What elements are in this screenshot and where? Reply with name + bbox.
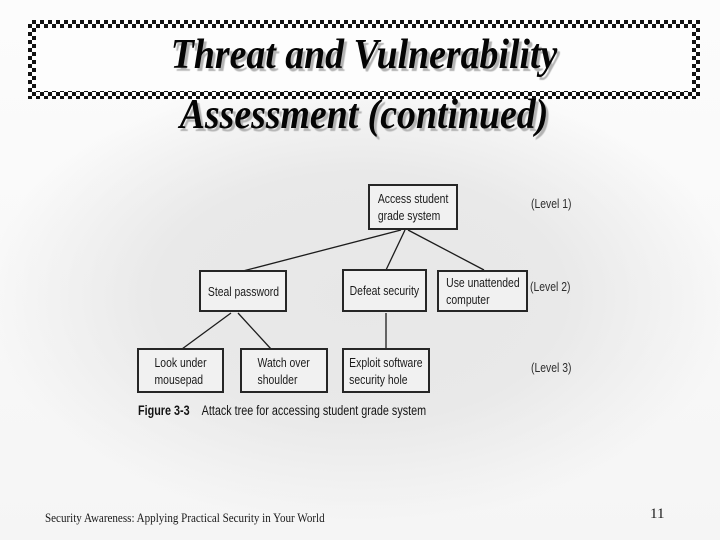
node-use-unattended-computer: Use unattended computer <box>437 270 528 312</box>
node-label: Steal password <box>207 283 279 299</box>
level-2-label: (Level 2) <box>530 279 571 294</box>
figure-caption: Figure 3-3 Attack tree for accessing stud… <box>138 403 426 418</box>
node-label: Watch over shoulder <box>257 354 311 387</box>
figure-caption-text: Attack tree for accessing student grade … <box>201 403 427 418</box>
node-access-student-grade-system: Access student grade system <box>368 184 458 230</box>
node-label: Exploit software security hole <box>349 354 423 387</box>
node-label: Access student grade system <box>377 191 449 223</box>
figure-caption-label: Figure 3-3 <box>138 403 190 418</box>
node-watch-over-shoulder: Watch over shoulder <box>240 348 328 393</box>
node-label: Defeat security <box>349 283 420 298</box>
footer-title: Security Awareness: Applying Practical S… <box>45 510 325 525</box>
node-exploit-software-security-hole: Exploit software security hole <box>342 348 430 393</box>
node-look-under-mousepad: Look under mousepad <box>137 348 224 393</box>
level-3-label: (Level 3) <box>531 360 572 375</box>
node-defeat-security: Defeat security <box>342 269 427 312</box>
title-frame-inner <box>36 28 692 91</box>
slide-title-line1: Threat and Vulnerability <box>170 32 558 78</box>
level-1-label: (Level 1) <box>531 196 572 211</box>
page-number: 11 <box>650 506 665 522</box>
node-steal-password: Steal password <box>199 270 287 312</box>
slide-title-line2: Assessment (continued) <box>179 92 549 138</box>
node-label: Use unattended computer <box>445 275 520 307</box>
slide-title: Threat and Vulnerability Assessment (con… <box>62 25 667 145</box>
title-frame <box>28 20 700 99</box>
node-label: Look under mousepad <box>154 354 207 387</box>
